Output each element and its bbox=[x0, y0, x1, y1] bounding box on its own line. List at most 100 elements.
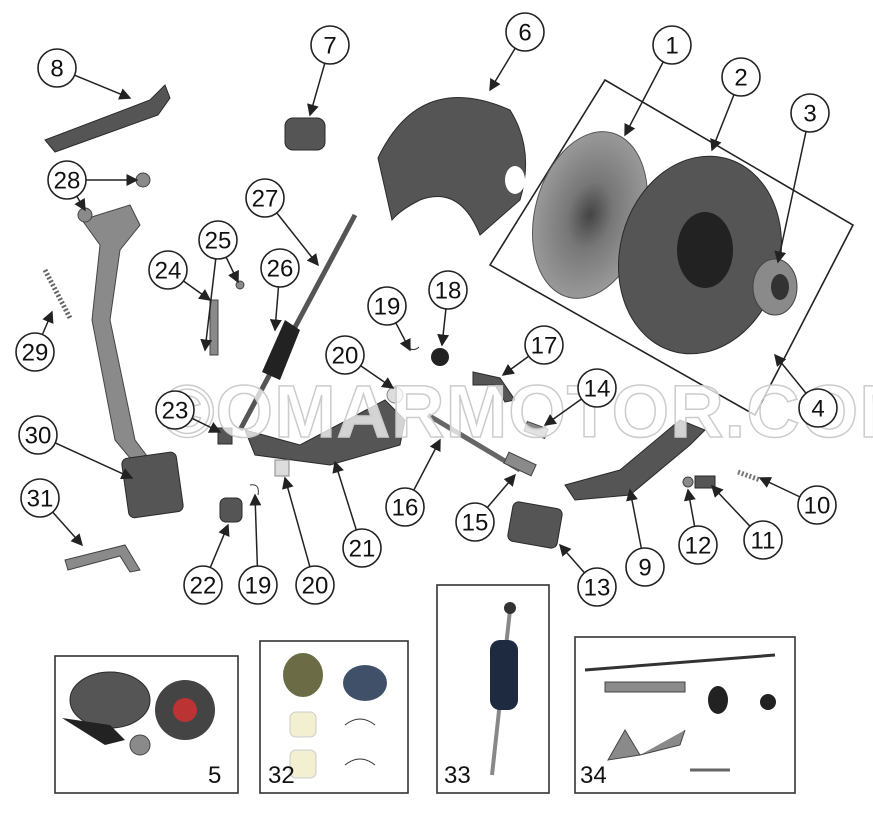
callout-22[interactable]: 22 bbox=[183, 523, 230, 605]
bushing-23[interactable] bbox=[217, 427, 233, 445]
callout-number: 16 bbox=[392, 495, 419, 522]
boot-26[interactable] bbox=[262, 320, 300, 380]
cross-shaft-21[interactable] bbox=[244, 399, 406, 466]
callout-number: 14 bbox=[584, 376, 611, 403]
callout-number: 21 bbox=[349, 536, 376, 563]
callout-29[interactable]: 29 bbox=[15, 310, 55, 372]
callout-24[interactable]: 24 bbox=[148, 250, 212, 301]
kit-box-32[interactable]: 32 bbox=[259, 640, 409, 794]
callout-13[interactable]: 13 bbox=[559, 543, 617, 607]
callout-20[interactable]: 20 bbox=[325, 335, 395, 389]
callout-20[interactable]: 20 bbox=[282, 476, 335, 605]
callout-12[interactable]: 12 bbox=[678, 488, 718, 565]
callout-31[interactable]: 31 bbox=[20, 478, 83, 547]
callout-circle bbox=[155, 390, 195, 430]
callout-27[interactable]: 27 bbox=[245, 178, 319, 267]
callout-number: 8 bbox=[50, 56, 63, 83]
bracket-17[interactable] bbox=[472, 371, 516, 403]
kit-box-34[interactable]: 34 bbox=[574, 636, 796, 794]
alignment-tool[interactable] bbox=[44, 84, 171, 153]
callout-28[interactable]: 28 bbox=[47, 160, 139, 212]
callout-8[interactable]: 8 bbox=[37, 48, 132, 100]
callout-number: 31 bbox=[27, 486, 54, 513]
pin-24[interactable] bbox=[209, 299, 219, 356]
spring-14[interactable] bbox=[523, 420, 549, 440]
bellhousing-plate[interactable] bbox=[377, 97, 527, 236]
callout-25[interactable]: 25 bbox=[198, 220, 239, 352]
callout-circle bbox=[295, 565, 335, 605]
callout-circle bbox=[790, 93, 830, 133]
pivot-13[interactable] bbox=[507, 501, 563, 549]
leader-line bbox=[360, 365, 395, 389]
ball-12[interactable] bbox=[682, 476, 694, 488]
callout-26[interactable]: 26 bbox=[260, 248, 300, 332]
fork-9[interactable] bbox=[564, 419, 706, 501]
spring-10[interactable] bbox=[737, 469, 761, 483]
callout-14[interactable]: 14 bbox=[543, 368, 617, 426]
callout-30[interactable]: 30 bbox=[18, 415, 134, 480]
leader-line bbox=[191, 417, 222, 433]
stud-11[interactable] bbox=[694, 475, 716, 489]
callout-6[interactable]: 6 bbox=[489, 12, 545, 92]
callout-7[interactable]: 7 bbox=[307, 25, 350, 117]
callout-number: 4 bbox=[811, 396, 824, 423]
leader-line bbox=[413, 438, 441, 491]
callout-4[interactable]: 4 bbox=[774, 353, 838, 428]
clutch-pedal[interactable] bbox=[81, 204, 151, 471]
pedal-pad[interactable] bbox=[121, 451, 184, 519]
callout-16[interactable]: 16 bbox=[385, 438, 441, 527]
callout-23[interactable]: 23 bbox=[155, 390, 222, 433]
leader-line bbox=[269, 286, 282, 332]
leader-line bbox=[489, 47, 516, 92]
leader-line bbox=[41, 310, 54, 335]
kit-box-33[interactable]: 33 bbox=[436, 584, 550, 794]
callout-circle bbox=[342, 528, 382, 568]
callout-layer: 1234678910111213141516171819202122232425… bbox=[15, 12, 838, 607]
callout-11[interactable]: 11 bbox=[710, 484, 783, 560]
pedal-bushing-28a[interactable] bbox=[77, 207, 93, 223]
callout-10[interactable]: 10 bbox=[758, 477, 837, 525]
callout-21[interactable]: 21 bbox=[332, 460, 382, 568]
throwout-bearing-hole bbox=[771, 274, 789, 300]
pedal-bracket-31[interactable] bbox=[64, 544, 141, 573]
callout-circle bbox=[524, 325, 564, 365]
callout-circle bbox=[325, 335, 365, 375]
callout-number: 17 bbox=[531, 333, 558, 360]
callout-circle bbox=[18, 415, 58, 455]
callout-circle bbox=[310, 25, 350, 65]
grommet-22[interactable] bbox=[219, 497, 243, 523]
kit-label-5: 5 bbox=[208, 762, 221, 789]
pushrod-27[interactable] bbox=[237, 213, 358, 432]
callout-15[interactable]: 15 bbox=[455, 473, 516, 542]
callout-1[interactable]: 1 bbox=[624, 25, 692, 137]
callout-19[interactable]: 19 bbox=[367, 286, 411, 352]
clip-25[interactable] bbox=[235, 280, 245, 290]
callout-circle bbox=[577, 567, 617, 607]
callout-number: 1 bbox=[665, 33, 678, 60]
callout-18[interactable]: 18 bbox=[428, 270, 468, 347]
callout-19[interactable]: 19 bbox=[238, 493, 278, 605]
callout-3[interactable]: 3 bbox=[774, 93, 830, 264]
return-spring-29[interactable] bbox=[42, 268, 73, 320]
bushing-20-upper[interactable] bbox=[386, 386, 404, 404]
callout-number: 19 bbox=[374, 294, 401, 321]
leader-line bbox=[307, 63, 326, 117]
callout-2[interactable]: 2 bbox=[710, 57, 761, 152]
callout-number: 3 bbox=[803, 101, 816, 128]
adjuster-15[interactable] bbox=[503, 451, 537, 477]
callout-number: 22 bbox=[190, 573, 217, 600]
leader-line bbox=[183, 280, 212, 301]
grommet-18[interactable] bbox=[431, 348, 449, 366]
bushing-20-lower[interactable] bbox=[274, 459, 290, 477]
callout-9[interactable]: 9 bbox=[625, 488, 665, 587]
pedal-bushing-28b[interactable] bbox=[135, 172, 151, 188]
pressure-plate-center bbox=[677, 212, 733, 288]
bushing-7[interactable] bbox=[284, 117, 326, 151]
callout-circle bbox=[798, 388, 838, 428]
callout-circle bbox=[797, 485, 837, 525]
kit-box-5[interactable]: 5 bbox=[54, 655, 239, 794]
callout-17[interactable]: 17 bbox=[501, 325, 564, 376]
callout-circle bbox=[47, 160, 87, 200]
clip-19-lower[interactable] bbox=[249, 484, 259, 496]
